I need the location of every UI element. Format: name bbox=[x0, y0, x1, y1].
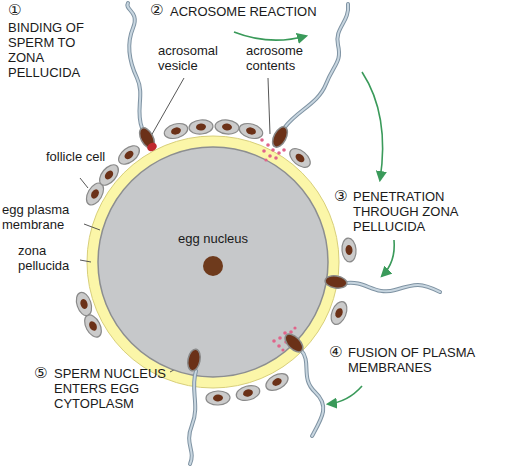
sperm-head bbox=[324, 274, 348, 289]
sperm-heads bbox=[137, 124, 348, 371]
follicle-cell bbox=[206, 391, 230, 406]
sperm-tail bbox=[346, 283, 440, 292]
part-label: acrosomal vesicle bbox=[158, 44, 236, 74]
follicle-cell bbox=[238, 121, 265, 141]
sperm-tail bbox=[189, 371, 196, 464]
follicle-cell bbox=[96, 161, 122, 188]
leader-line bbox=[80, 260, 91, 262]
part-label: BINDING OF SPERM TO ZONA PELLUCIDA bbox=[8, 21, 100, 81]
zona-pellucida bbox=[87, 136, 339, 388]
callout-number: ③ bbox=[334, 189, 347, 204]
step-arrow bbox=[234, 32, 306, 40]
step-arrow bbox=[382, 240, 394, 276]
egg-plasma-membrane bbox=[98, 147, 328, 377]
node-label: egg nucleus bbox=[178, 232, 248, 247]
leader-line bbox=[80, 178, 88, 188]
egg-nucleus bbox=[203, 256, 223, 276]
sperm-head bbox=[186, 348, 202, 372]
sperm-head bbox=[282, 331, 306, 355]
part-label: follicle cell bbox=[46, 150, 106, 165]
callout-number: ⑤ bbox=[34, 366, 47, 381]
leader-line bbox=[151, 78, 184, 136]
part-label: egg plasma membrane bbox=[2, 203, 86, 233]
leader-line bbox=[268, 78, 270, 134]
follicle-cell bbox=[188, 119, 213, 135]
follicle-cell bbox=[115, 142, 143, 168]
sperm-head bbox=[270, 124, 291, 149]
step-arrow bbox=[362, 72, 383, 180]
sperm-tail bbox=[127, 3, 142, 128]
sperm-tail bbox=[301, 350, 323, 436]
callout-number: ② bbox=[150, 3, 163, 18]
part-label: acrosome contents bbox=[246, 44, 316, 74]
part-label: SPERM NUCLEUS ENTERS EGG CYTOPLASM bbox=[54, 367, 182, 412]
follicle-cell bbox=[74, 290, 95, 317]
callout-number: ④ bbox=[329, 345, 342, 360]
leader-line bbox=[84, 224, 100, 230]
acrosome-contents bbox=[260, 138, 296, 351]
follicle-cell bbox=[81, 312, 105, 340]
step-arrow bbox=[328, 386, 362, 404]
part-label: ACROSOME REACTION bbox=[170, 5, 317, 20]
follicle-cells bbox=[74, 119, 357, 406]
follicle-cell bbox=[341, 237, 357, 262]
acrosomal-vesicle bbox=[146, 141, 159, 153]
follicle-cell bbox=[214, 119, 239, 135]
follicle-cell bbox=[286, 145, 313, 171]
part-label: zona pellucida bbox=[18, 244, 80, 274]
follicle-cell bbox=[263, 370, 291, 394]
part-label: PENETRATION THROUGH ZONA PELLUCIDA bbox=[353, 190, 503, 235]
part-label: FUSION OF PLASMA MEMBRANES bbox=[348, 346, 504, 376]
follicle-cell bbox=[328, 299, 350, 326]
follicle-cell bbox=[235, 383, 262, 403]
callout-number: ① bbox=[8, 3, 21, 18]
follicle-cell bbox=[163, 121, 190, 141]
